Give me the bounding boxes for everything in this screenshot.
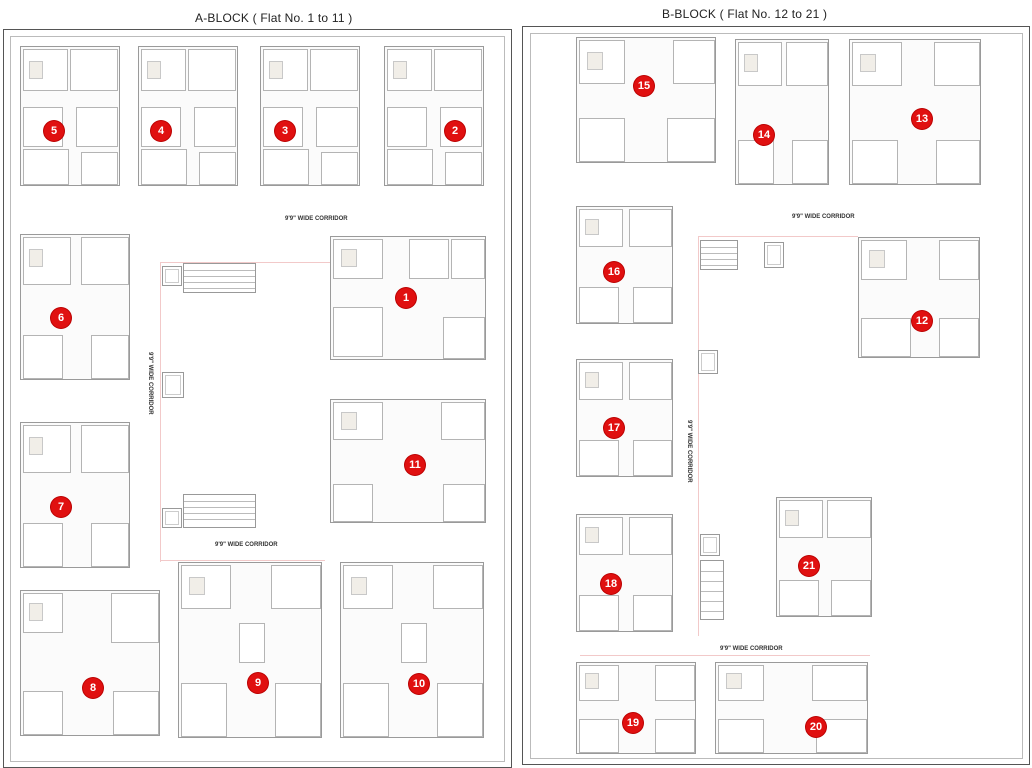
- b-block-plot-boundary: [530, 33, 1023, 759]
- flat-12-plan[interactable]: [858, 237, 980, 358]
- b-staircase-bottom: [700, 560, 724, 620]
- flat-5-plan[interactable]: [20, 46, 120, 186]
- a-lift-top: [162, 266, 182, 286]
- flat-8-plan[interactable]: [20, 590, 160, 736]
- flat-17-plan[interactable]: [576, 359, 673, 477]
- b-lift-mid: [698, 350, 718, 374]
- flat-16-number-badge: 16: [604, 262, 624, 282]
- b-top-corridor-label: 9'9" WIDE CORRIDOR: [792, 214, 855, 220]
- flat-8-number-badge: 8: [83, 678, 103, 698]
- b-block-title: B-BLOCK ( Flat No. 12 to 21 ): [662, 7, 828, 21]
- flat-20-plan[interactable]: [715, 662, 868, 754]
- a-top-corridor-label: 9'9" WIDE CORRIDOR: [285, 216, 348, 222]
- flat-1-plan[interactable]: [330, 236, 486, 360]
- a-block-plot-boundary: [10, 36, 505, 762]
- flat-16-plan[interactable]: [576, 206, 673, 324]
- flat-19-number-badge: 19: [623, 713, 643, 733]
- flat-21-plan[interactable]: [776, 497, 872, 617]
- b-lift-top: [764, 242, 784, 268]
- flat-6-number-badge: 6: [51, 308, 71, 328]
- b-top-corridor-line: [698, 236, 858, 237]
- flat-10-number-badge: 10: [409, 674, 429, 694]
- flat-9-number-badge: 9: [248, 673, 268, 693]
- b-block-frame: [522, 26, 1030, 765]
- b-bottom-corridor-label: 9'9" WIDE CORRIDOR: [720, 646, 783, 652]
- a-block-title: A-BLOCK ( Flat No. 1 to 11 ): [195, 11, 353, 25]
- flat-5-number-badge: 5: [44, 121, 64, 141]
- flat-9-plan[interactable]: [178, 562, 322, 738]
- flat-3-number-badge: 3: [275, 121, 295, 141]
- flat-13-plan[interactable]: [849, 39, 981, 185]
- flat-17-number-badge: 17: [604, 418, 624, 438]
- a-lift-mid: [162, 372, 184, 398]
- a-left-corridor-line: [160, 262, 161, 562]
- flat-18-number-badge: 18: [601, 574, 621, 594]
- flat-11-number-badge: 11: [405, 455, 425, 475]
- flat-4-number-badge: 4: [151, 121, 171, 141]
- flat-2-plan[interactable]: [384, 46, 484, 186]
- flat-21-number-badge: 21: [799, 556, 819, 576]
- flat-2-number-badge: 2: [445, 121, 465, 141]
- flat-11-plan[interactable]: [330, 399, 486, 523]
- flat-13-number-badge: 13: [912, 109, 932, 129]
- flat-6-plan[interactable]: [20, 234, 130, 380]
- flat-4-plan[interactable]: [138, 46, 238, 186]
- a-staircase-top: [183, 263, 256, 293]
- b-staircase-top: [700, 240, 738, 270]
- flat-14-number-badge: 14: [754, 125, 774, 145]
- a-staircase-bottom: [183, 494, 256, 528]
- flat-15-plan[interactable]: [576, 37, 716, 163]
- flat-18-plan[interactable]: [576, 514, 673, 632]
- flat-3-plan[interactable]: [260, 46, 360, 186]
- b-mid-corridor-line: [698, 236, 699, 636]
- b-mid-corridor-label: 9'9" WIDE CORRIDOR: [686, 420, 692, 483]
- flat-12-number-badge: 12: [912, 311, 932, 331]
- a-lift-bottom: [162, 508, 182, 528]
- flat-19-plan[interactable]: [576, 662, 696, 754]
- flat-1-number-badge: 1: [396, 288, 416, 308]
- a-bottom-corridor-label: 9'9" WIDE CORRIDOR: [215, 542, 278, 548]
- a-bottom-corridor-line: [160, 560, 325, 561]
- b-bottom-corridor-line: [580, 655, 870, 656]
- a-top-corridor-line: [160, 262, 330, 263]
- a-left-corridor-label: 9'9" WIDE CORRIDOR: [147, 352, 153, 415]
- flat-7-number-badge: 7: [51, 497, 71, 517]
- b-lift-bottom: [700, 534, 720, 556]
- flat-7-plan[interactable]: [20, 422, 130, 568]
- flat-15-number-badge: 15: [634, 76, 654, 96]
- flat-10-plan[interactable]: [340, 562, 484, 738]
- flat-20-number-badge: 20: [806, 717, 826, 737]
- flat-14-plan[interactable]: [735, 39, 829, 185]
